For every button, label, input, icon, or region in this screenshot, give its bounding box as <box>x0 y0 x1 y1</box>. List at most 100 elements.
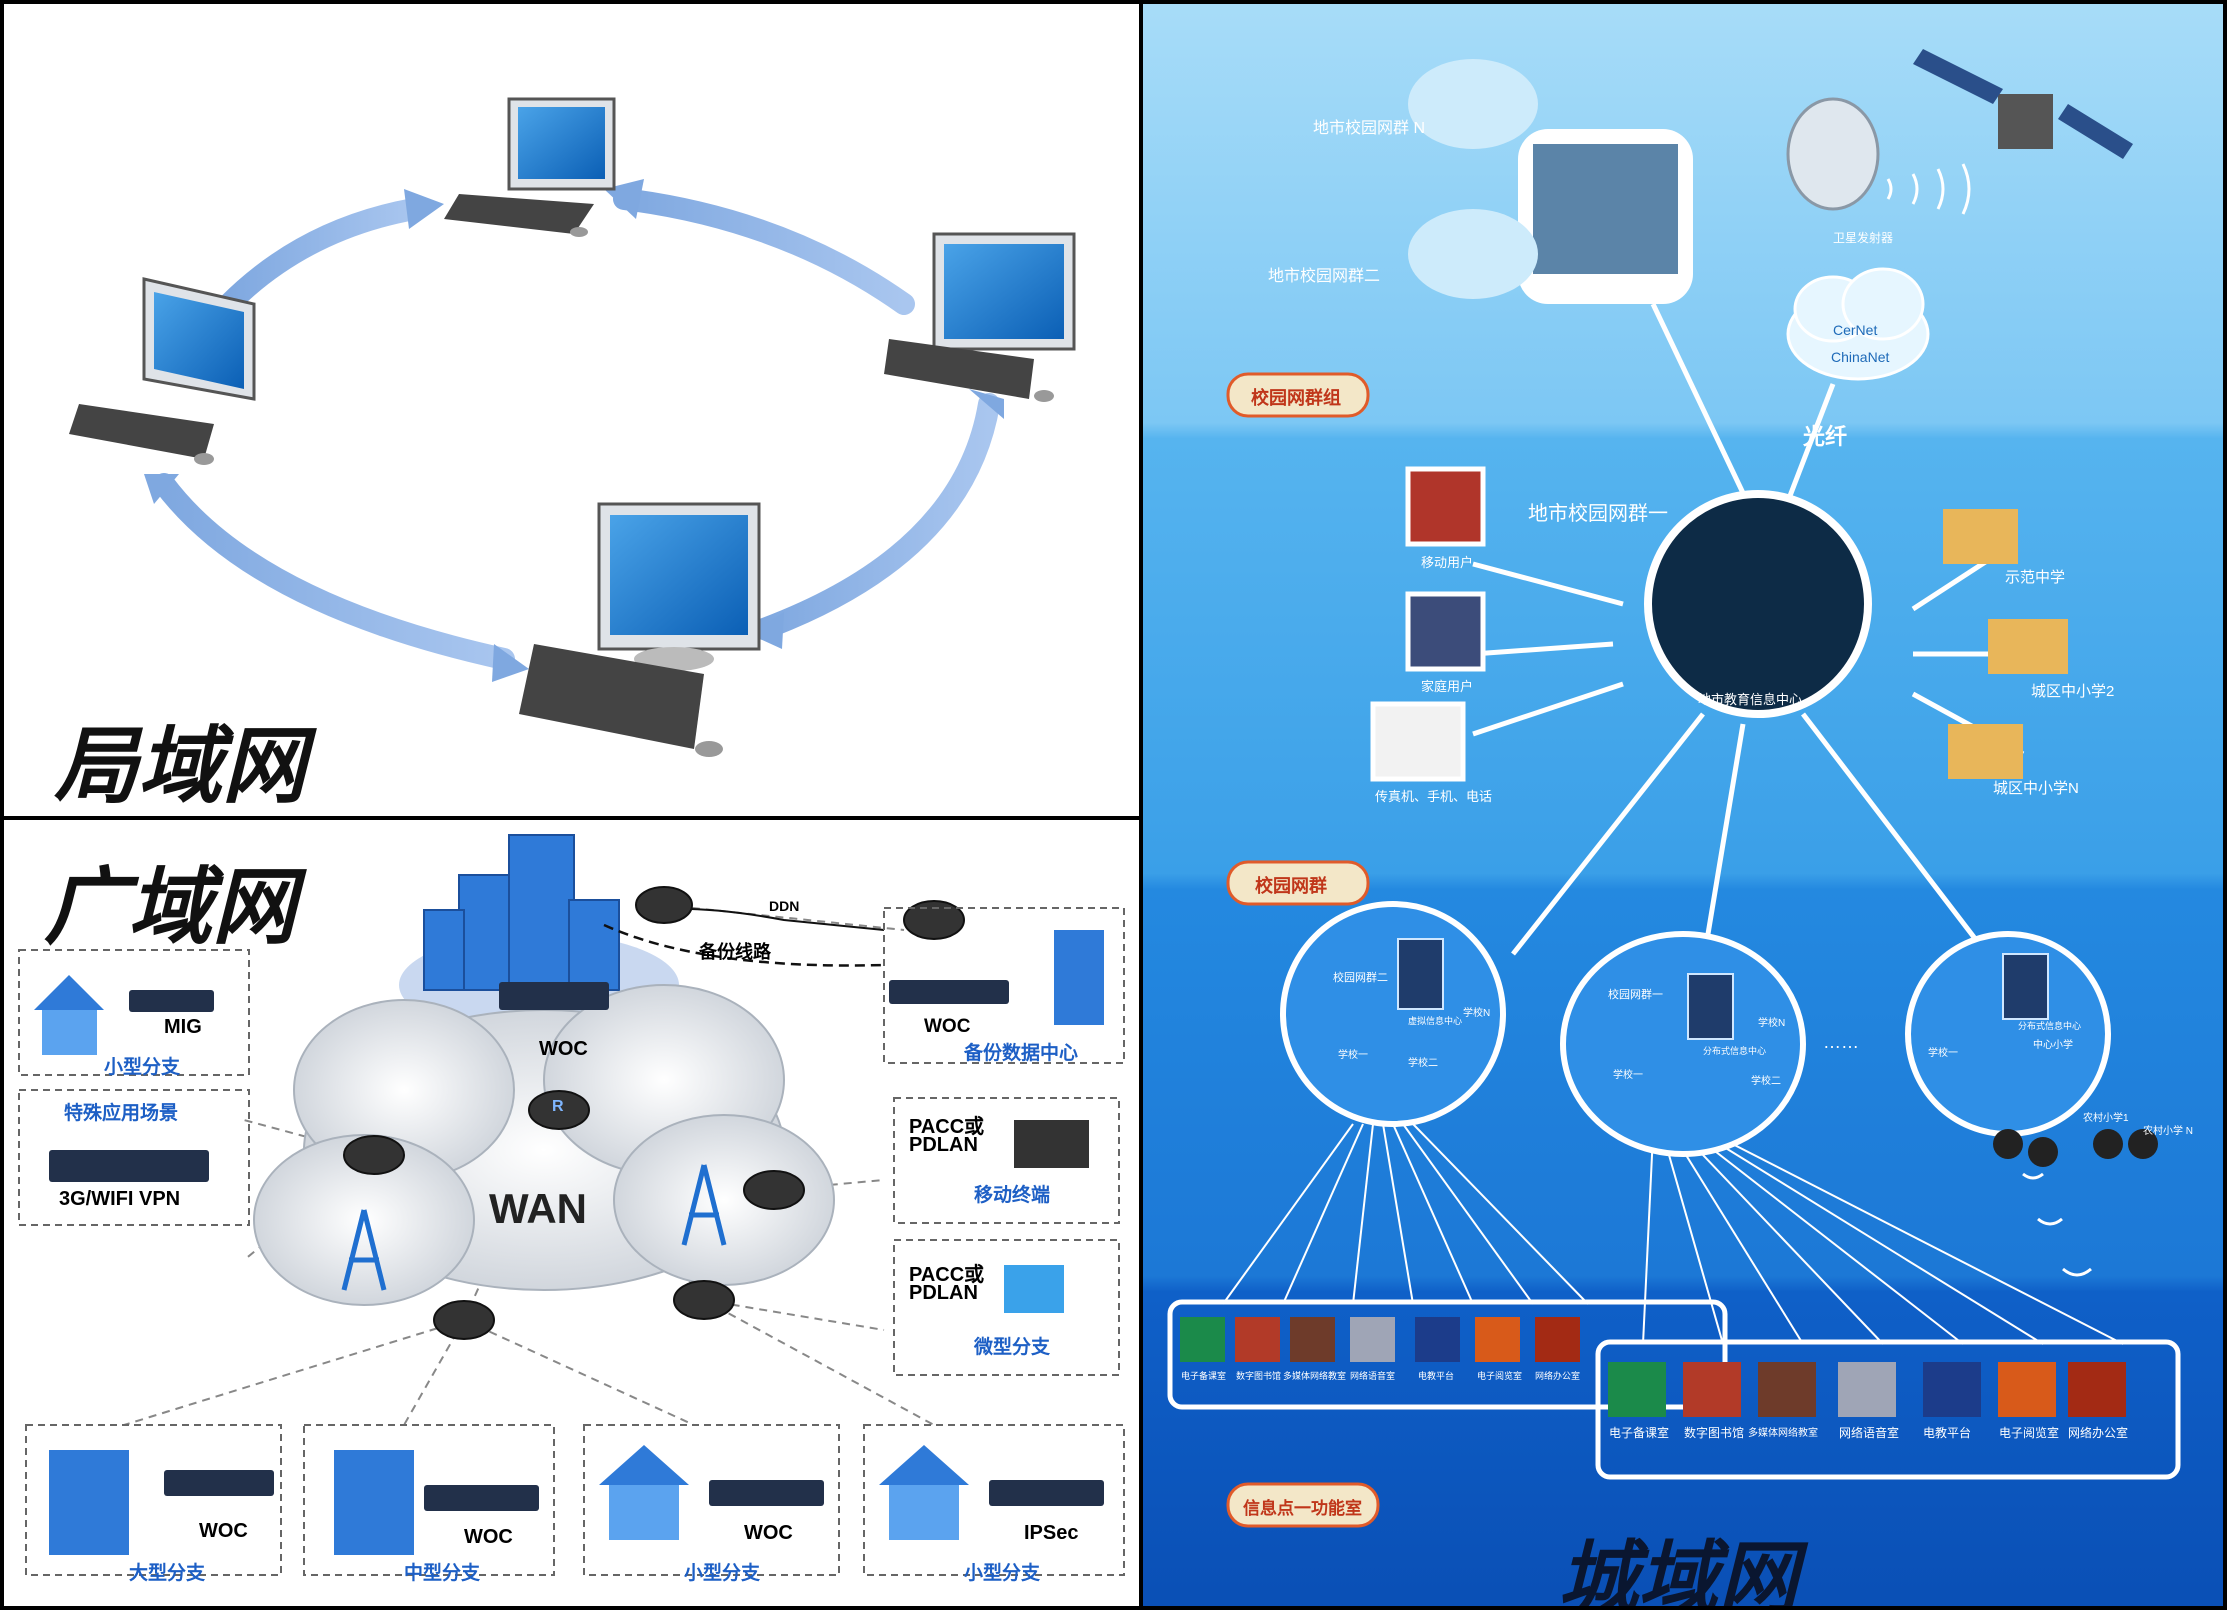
badge-campus-label: 校园网群 <box>1255 876 1327 896</box>
hq-buildings-icon <box>423 834 620 991</box>
campus-ellipsis: …… <box>1823 1032 1859 1052</box>
medium-branch-caption: 中型分支 <box>404 1563 481 1584</box>
rooms-right-photos <box>1608 1362 2126 1417</box>
computer-right <box>884 232 1076 402</box>
room-left-label: 数字图书馆 <box>1236 1371 1282 1381</box>
satellite-station-label: 卫星发射器 <box>1833 231 1894 245</box>
woc-device-backup-dc <box>889 980 1009 1004</box>
lan-panel: 局域网 <box>0 0 1143 820</box>
room-right-label: 电教平台 <box>1923 1426 1972 1440</box>
arrowhead-1 <box>404 189 444 229</box>
campus-left-server-icon <box>1397 938 1444 1010</box>
micro-box <box>893 1239 1120 1376</box>
ring-arrows <box>153 188 1000 670</box>
arrowhead-4 <box>749 612 784 649</box>
computer-bottom <box>519 502 761 757</box>
school-district2-icon <box>1988 619 2068 674</box>
city-center-label: 地市教育信息中心 <box>1698 692 1803 707</box>
mig-device <box>129 990 214 1012</box>
school-demo-icon <box>1943 509 2018 564</box>
small-branch-mig-box <box>18 949 250 1076</box>
school-districtn-icon <box>1948 724 2023 779</box>
devices-label: 传真机、手机、电话 <box>1375 789 1493 804</box>
backup-dc-woc-label: WOC <box>924 1016 971 1037</box>
building-icon-backup-dc <box>1054 930 1104 1025</box>
satellite-dish-icon <box>1786 97 1880 211</box>
router-icon-backup-dc <box>903 900 965 940</box>
campus-left-center: 虚拟信息中心 <box>1408 1016 1463 1026</box>
campus-mid-title: 校园网群一 <box>1608 989 1663 1001</box>
woc-device-small-1 <box>709 1480 824 1506</box>
home-user-photo <box>1405 591 1486 672</box>
ddn-label: DDN <box>769 898 800 914</box>
mobile-label-1: PACC或 <box>909 1116 985 1138</box>
campus-right-villagen: 农村小学 N <box>2143 1126 2193 1137</box>
vpn-label: 3G/WIFI VPN <box>59 1188 181 1210</box>
micro-label-1: PACC或 <box>909 1264 985 1286</box>
rooms-left-frame <box>1167 1299 1728 1410</box>
school-demo-label: 示范中学 <box>2005 569 2066 586</box>
mig-branch-caption: 小型分支 <box>104 1057 181 1078</box>
small-branch-2-caption: 小型分支 <box>964 1563 1041 1584</box>
special-scene-caption: 特殊应用场景 <box>64 1103 179 1124</box>
campus-left-title: 校园网群二 <box>1333 972 1388 984</box>
campus-left-schooln: 学校N <box>1463 1008 1491 1019</box>
room-right-label: 网络办公室 <box>2068 1426 2129 1440</box>
cluster-1-label: 地市校园网群一 <box>1528 503 1668 525</box>
chinanet-label: ChinaNet <box>1831 349 1890 365</box>
campus-mid-school1: 学校一 <box>1613 1070 1643 1081</box>
room-right-label: 数字图书馆 <box>1684 1426 1745 1440</box>
house-icon-small-1 <box>599 1445 689 1485</box>
cluster-n-label: 地市校园网群 N <box>1313 120 1426 137</box>
room-left-label: 电子备课室 <box>1181 1371 1227 1381</box>
woc-device-hq <box>499 982 609 1010</box>
campus-left-school1: 学校一 <box>1338 1050 1368 1061</box>
cluster-n-icon <box>1408 59 1538 149</box>
backup-dc-box <box>883 907 1125 1064</box>
small-branch-1-caption: 小型分支 <box>684 1563 761 1584</box>
medium-branch-device-label: WOC <box>464 1526 513 1548</box>
arrow-right-bottom <box>753 393 1000 640</box>
mig-label: MIG <box>164 1016 202 1038</box>
mobile-user-photo <box>1405 466 1486 547</box>
city-center-circle <box>1644 490 1872 718</box>
small-branch-box-2 <box>863 1424 1125 1576</box>
room-left-label: 网络语音室 <box>1350 1371 1396 1381</box>
devices-photo <box>1370 701 1466 782</box>
room-left-label: 多媒体网络教室 <box>1283 1371 1347 1381</box>
campus-right-center: 分布式信息中心 <box>2018 1021 2082 1031</box>
badge-info-label: 信息点一功能室 <box>1243 1499 1362 1518</box>
man-diagram <box>1143 4 2223 1606</box>
fiber-label: 光纤 <box>1803 424 1848 449</box>
room-right-label: 电子备课室 <box>1609 1426 1670 1440</box>
house-body-small-2 <box>889 1485 959 1540</box>
building-icon-large <box>49 1450 129 1555</box>
large-branch-box <box>25 1424 282 1576</box>
cluster-2-label: 地市校园网群二 <box>1268 268 1381 285</box>
wan-panel: 广域网 WAN WOC DDN 备份线路 WOC 备份数据中心 MIG 小型分支… <box>0 816 1143 1610</box>
router-icon-left <box>343 1135 405 1175</box>
router-icon-bottom-right <box>673 1280 735 1320</box>
mobile-label-2: PDLAN <box>909 1134 978 1156</box>
badge-info <box>1226 1482 1380 1528</box>
wireless-arcs <box>1886 163 2092 1277</box>
room-left-label: 网络办公室 <box>1535 1371 1581 1381</box>
arrow-left-top <box>218 198 425 315</box>
woc-device-large <box>164 1470 274 1496</box>
cernet-cloud-icon <box>1786 267 1930 381</box>
router-icon-bottom-left <box>433 1300 495 1340</box>
campus-mid-ellipse <box>1560 931 1806 1157</box>
badge-campus <box>1226 860 1370 906</box>
campus-right-school1: 学校一 <box>1928 1048 1958 1059</box>
badge-campus-group <box>1226 372 1370 418</box>
special-scene-box <box>18 1089 250 1226</box>
woc-device-medium <box>424 1485 539 1511</box>
school-districtn-label: 城区中小学N <box>1993 780 2079 797</box>
antenna-tower-icon-right <box>681 1164 727 1246</box>
school-district2-label: 城区中小学2 <box>2031 683 2115 700</box>
computer-top <box>444 97 616 237</box>
mobile-user-label: 移动用户 <box>1421 555 1474 570</box>
router-icon-hq <box>635 886 693 924</box>
arrow-top-right <box>613 188 915 315</box>
computer-left <box>69 277 256 465</box>
